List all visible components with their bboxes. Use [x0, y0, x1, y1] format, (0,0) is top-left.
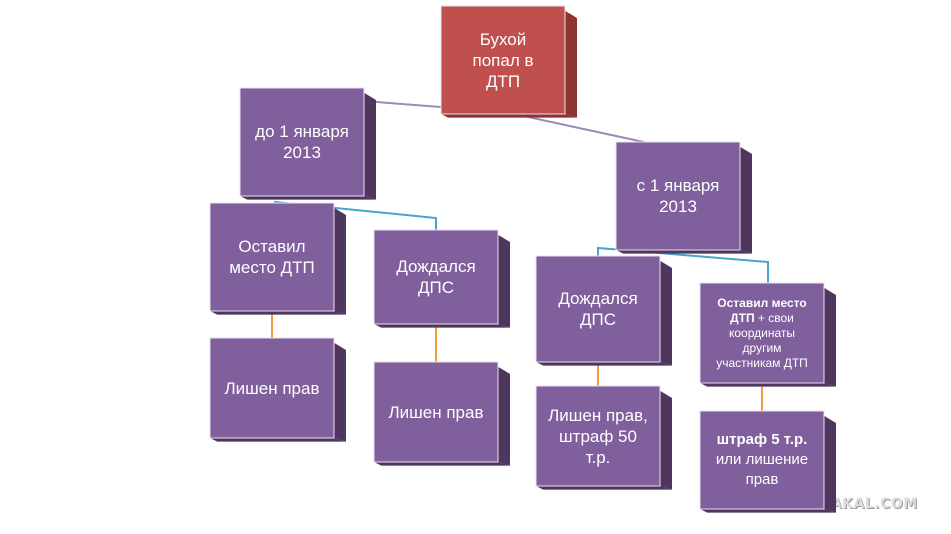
result-left-abandoned: Лишен прав — [209, 337, 346, 442]
box-face — [373, 361, 499, 463]
box-shape — [535, 255, 672, 366]
node-root-text: Бухой попал в ДТП — [473, 29, 534, 92]
box-side — [740, 146, 752, 254]
node-after-2013-line-2: 2013 — [659, 197, 697, 216]
box-face — [209, 337, 335, 439]
box-shape — [440, 5, 577, 118]
box-shape — [209, 337, 346, 442]
connector-after-children — [597, 246, 769, 292]
node-right-abandoned-line-4: другим — [742, 340, 782, 355]
node-right-abandoned-line-5: участникам ДТП — [716, 355, 808, 370]
box-bottom — [240, 196, 376, 200]
box-face — [209, 202, 335, 312]
node-right-waited-line-2: ДПС — [579, 310, 616, 329]
box-face — [239, 87, 365, 197]
result-right-abandoned: штраф 5 т.р. или лишение прав — [699, 410, 836, 513]
box-bottom — [700, 383, 836, 387]
box-bottom — [374, 324, 510, 328]
node-root-line-2: попал в — [472, 50, 534, 70]
box-shape — [373, 229, 510, 328]
box-side — [824, 287, 836, 387]
node-right-abandoned-inline: + свои — [754, 310, 794, 325]
box-bottom — [210, 311, 346, 315]
box-shape — [699, 410, 836, 513]
node-right-abandoned-bold-1: Оставил место — [717, 295, 807, 310]
box-face — [699, 410, 825, 510]
node-left-abandoned-line-2: место ДТП — [229, 258, 315, 277]
node-left-waited-line-2: ДПС — [417, 278, 454, 297]
box-side — [660, 390, 672, 490]
box-side — [364, 92, 376, 200]
box-bottom — [374, 462, 510, 466]
box-bottom — [441, 114, 577, 118]
node-before-2013-line-1: до 1 января — [255, 122, 349, 141]
node-before-2013: до 1 января 2013 — [239, 87, 376, 200]
node-right-abandoned-with-contacts: Оставил место ДТП + свои координаты друг… — [699, 282, 836, 387]
box-face — [373, 229, 499, 325]
box-side — [660, 260, 672, 366]
result-right-waited: Лишен прав, штраф 50 т.р. — [535, 385, 672, 490]
box-shape — [239, 87, 376, 200]
box-face — [535, 385, 661, 487]
node-root-line-3: ДТП — [485, 71, 521, 91]
box-face — [699, 282, 825, 384]
box-shape — [615, 141, 752, 254]
result-ll-line-1: Лишен прав — [224, 378, 320, 398]
box-face — [535, 255, 661, 363]
box-shape — [699, 282, 836, 387]
node-right-abandoned-bold-2: ДТП — [730, 310, 755, 325]
box-side — [334, 342, 346, 442]
node-right-waited-line-1: Дождался — [558, 289, 638, 308]
box-side — [334, 207, 346, 315]
box-side — [824, 415, 836, 513]
box-bottom — [536, 362, 672, 366]
result-rr-line-2: или лишение — [715, 451, 809, 468]
node-root-line-1: Бухой — [479, 29, 527, 49]
result-rl-line-2: штраф 50 — [559, 426, 637, 446]
box-side — [565, 10, 577, 118]
node-after-2013: с 1 января 2013 — [615, 141, 752, 254]
box-shape — [209, 202, 346, 315]
node-before-2013-line-2: 2013 — [283, 143, 321, 162]
box-face — [440, 5, 566, 115]
result-left-waited: Лишен прав — [373, 361, 510, 466]
result-rl-line-3: т.р. — [585, 447, 611, 467]
result-rl-line-1: Лишен прав, — [548, 405, 648, 425]
box-bottom — [536, 486, 672, 490]
node-root: Бухой попал в ДТП — [440, 5, 577, 118]
node-left-waited-line-1: Дождался — [396, 257, 476, 276]
box-face — [615, 141, 741, 251]
box-bottom — [616, 250, 752, 254]
box-bottom — [700, 509, 836, 513]
node-left-waited-police: Дождался ДПС — [373, 229, 510, 328]
result-rr-line-3: прав — [745, 471, 779, 488]
node-after-2013-line-1: с 1 января — [636, 176, 720, 195]
box-side — [498, 234, 510, 328]
box-shape — [535, 385, 672, 490]
node-right-abandoned-line-3: координаты — [728, 325, 795, 340]
result-rr-bold: штраф 5 т.р. — [716, 431, 808, 448]
box-bottom — [210, 438, 346, 442]
node-right-waited-police: Дождался ДПС — [535, 255, 672, 366]
result-lr-line-1: Лишен прав — [388, 402, 484, 422]
box-shape — [373, 361, 510, 466]
node-left-abandoned-line-1: Оставил — [238, 237, 306, 256]
box-side — [498, 366, 510, 466]
node-left-abandoned-scene: Оставил место ДТП — [209, 202, 346, 315]
